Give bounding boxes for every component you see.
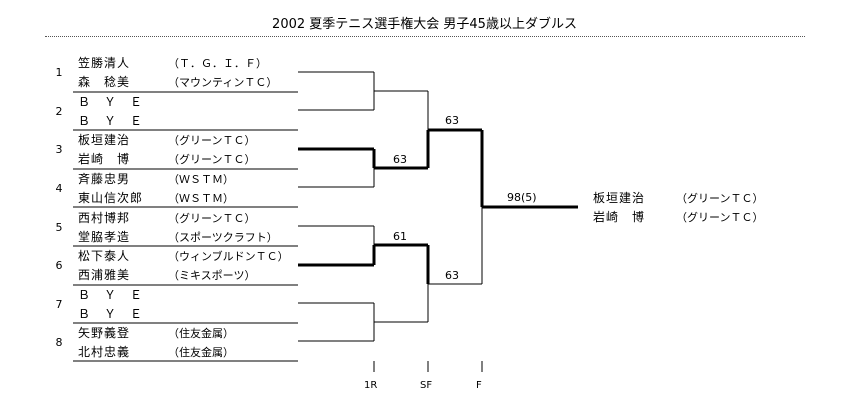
winner-player-2: 岩崎 博 — [593, 210, 646, 224]
player-name: Ｂ Ｙ Ｅ — [78, 307, 144, 321]
winner-club-2: （グリーンＴＣ） — [676, 211, 764, 224]
entry-seed: 1 — [55, 66, 63, 79]
player-club: （住友金属） — [168, 327, 234, 340]
player-name: Ｂ Ｙ Ｅ — [78, 95, 144, 109]
score-final: 98(5) — [507, 191, 537, 204]
player-club: （スポーツクラフト） — [168, 231, 278, 244]
score-sf-top: 63 — [445, 114, 459, 127]
player-club: （ＷＳＴＭ） — [168, 173, 234, 186]
winner-player-1: 板垣建治 — [593, 191, 646, 205]
player-name: 岩崎 博 — [78, 152, 131, 166]
entry-lines — [73, 91, 298, 362]
player-name: 森 稔美 — [78, 75, 131, 89]
score-r1-bottom: 61 — [393, 230, 407, 243]
player-name: 板垣建治 — [78, 133, 131, 147]
player-name: 東山信次郎 — [78, 191, 144, 205]
player-name: 西浦雅美 — [78, 268, 131, 282]
player-name: 松下泰人 — [78, 249, 131, 263]
round-label-f: F — [476, 380, 482, 391]
entry-seed: 3 — [55, 143, 63, 156]
player-club: （住友金属） — [168, 346, 234, 359]
player-name: 西村博邦 — [78, 211, 131, 225]
match-lines — [298, 71, 578, 372]
page-title: 2002 夏季テニス選手権大会 男子45歳以上ダブルス — [272, 17, 577, 32]
entry-seed: 2 — [55, 105, 63, 118]
entry-seed: 7 — [55, 298, 63, 311]
player-club: （マウンティンＴＣ） — [168, 76, 278, 89]
player-club: （ウィンブルドンＴＣ） — [168, 250, 289, 263]
player-club: （グリーンＴＣ） — [168, 153, 256, 166]
player-name: 斉藤忠男 — [78, 172, 131, 186]
round-label-sf: SF — [420, 380, 433, 391]
player-name: Ｂ Ｙ Ｅ — [78, 114, 144, 128]
player-club: （Ｔ．Ｇ．Ｉ．Ｆ） — [168, 57, 267, 70]
player-club: （グリーンＴＣ） — [168, 212, 256, 225]
player-club: （グリーンＴＣ） — [168, 134, 256, 147]
entry-seed: 8 — [55, 336, 63, 349]
entry-seed: 6 — [55, 259, 63, 272]
score-sf-bottom: 63 — [445, 269, 459, 282]
title-underline — [45, 36, 805, 37]
score-r1-top: 63 — [393, 153, 407, 166]
player-name: 北村忠義 — [78, 345, 131, 359]
winner-club-1: （グリーンＴＣ） — [676, 192, 764, 205]
player-club: （ＷＳＴＭ） — [168, 192, 234, 205]
player-name: Ｂ Ｙ Ｅ — [78, 288, 144, 302]
player-club: （ミキスポーツ） — [168, 269, 256, 282]
entry-seed: 4 — [55, 182, 63, 195]
player-name: 矢野義登 — [78, 326, 131, 340]
player-name: 堂脇孝造 — [78, 230, 131, 244]
round-label-1r: 1R — [364, 380, 378, 391]
player-name: 笠勝清人 — [78, 56, 131, 70]
entry-seed: 5 — [55, 221, 63, 234]
